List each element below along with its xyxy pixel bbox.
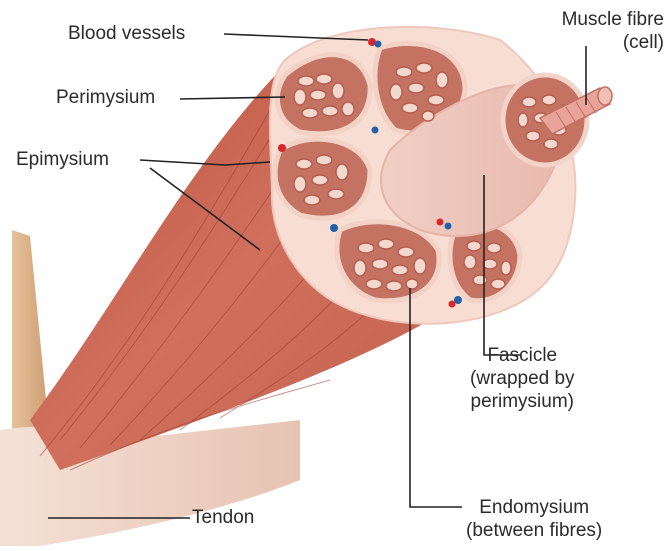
label-blood-vessels: Blood vessels — [68, 22, 185, 45]
label-muscle-fibre: Muscle fibre (cell) — [562, 8, 664, 54]
label-fascicle: Fascicle (wrapped by perimysium) — [470, 344, 575, 413]
label-perimysium: Perimysium — [56, 86, 155, 109]
label-epimysium: Epimysium — [16, 148, 109, 171]
label-tendon: Tendon — [192, 506, 254, 529]
label-endomysium: Endomysium (between fibres) — [466, 496, 602, 542]
